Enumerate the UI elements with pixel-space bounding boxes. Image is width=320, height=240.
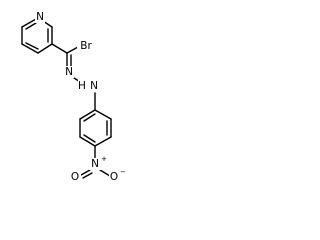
bond-nitro-n-o-left — [80, 169, 91, 176]
atom-label-bromine: Br — [80, 40, 92, 52]
bond-ph-c6-c1 — [94, 109, 112, 120]
bond-pyr-c1-c2 — [21, 18, 37, 28]
bond-layer — [21, 18, 112, 179]
atom-label-hydrazone-n2: N — [90, 80, 98, 92]
bond-ph-c1-c2 — [79, 109, 96, 120]
charge-label-nitro-minus: − — [120, 168, 126, 176]
bond-pyr-c4-c5 — [37, 43, 53, 54]
molecule-structure: N Br N H N N + O O − — [21, 11, 126, 183]
bond-pyr-c3-c4 — [21, 43, 39, 54]
bond-ph-c1-c2-inner — [83, 113, 96, 122]
atom-label-layer: N Br N H N N + O O − — [35, 11, 126, 183]
bond-pyr-c3-c4-inner — [25, 42, 39, 50]
atom-label-nitro-o-right: O — [110, 171, 118, 183]
bond-ph-c3-c4 — [79, 136, 96, 147]
bond-nitro-n-o-right — [99, 169, 111, 177]
charge-label-nitro-plus: + — [101, 155, 107, 163]
atom-label-nitro-o-left: O — [71, 171, 79, 183]
bond-pyr-c1-c2-inner — [25, 22, 37, 30]
atom-label-hydrazone-h: H — [78, 80, 86, 92]
bond-imine-c-br — [66, 46, 79, 54]
atom-label-hydrazone-n1: N — [65, 66, 73, 78]
atom-label-nitro-n: N — [91, 158, 99, 170]
bond-nitro-n-o-left-second — [82, 172, 93, 179]
bond-ph-c4-c5 — [94, 136, 112, 147]
bond-ph-c3-c4-inner — [83, 134, 96, 143]
bond-pyr-c5-imine-c — [51, 43, 68, 54]
atom-label-pyridine-n: N — [36, 11, 44, 23]
